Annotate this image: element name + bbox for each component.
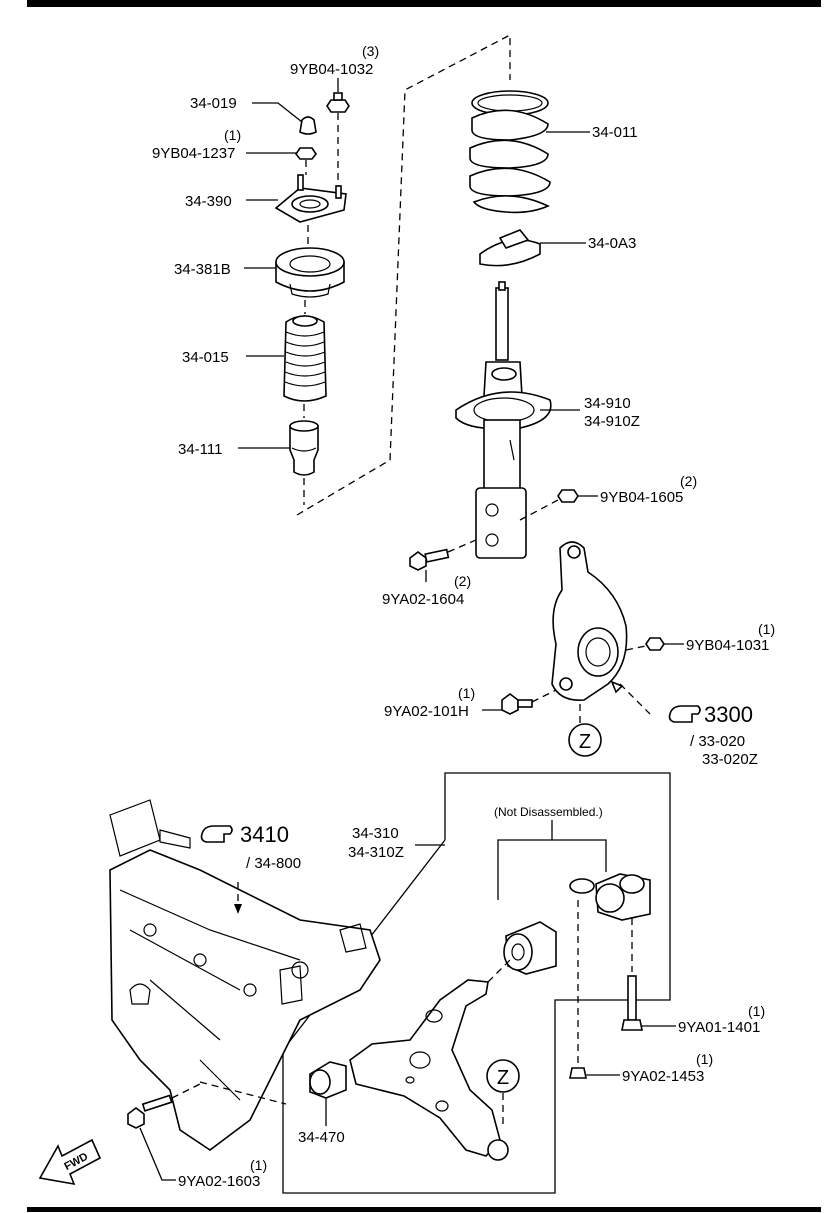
control-arm-box	[282, 772, 671, 1194]
subframe-34-800	[109, 799, 381, 1151]
label-34-015: 34-015	[182, 349, 229, 366]
part-9ya02-1453-bolt[interactable]	[569, 1067, 587, 1079]
label-9ya02-1604: 9YA02-1604	[382, 591, 464, 608]
steering-knuckle	[551, 541, 628, 701]
label-9yb04-1605-qty: (2)	[680, 473, 697, 489]
pointing-hand-icon-3410	[200, 825, 233, 843]
part-9yb04-1031-nut[interactable]	[645, 637, 665, 651]
ref-34-800: / 34-800	[246, 855, 301, 872]
pointing-hand-icon	[668, 705, 701, 723]
ref-3410: 3410	[240, 822, 289, 847]
label-9ya02-1603: 9YA02-1603	[178, 1173, 260, 1190]
knuckle-arrow	[610, 680, 624, 694]
subframe-arrow	[234, 904, 242, 914]
z-marker-lower	[486, 1059, 520, 1093]
top-border	[27, 0, 821, 7]
label-34-111: 34-111	[178, 441, 222, 458]
label-34-019: 34-019	[190, 95, 237, 112]
part-34-910-strut[interactable]	[455, 281, 552, 559]
part-9ya02-1604-bolt[interactable]	[409, 548, 450, 571]
label-9yb04-1031-qty: (1)	[758, 621, 775, 637]
ref-33-020z: 33-020Z	[702, 751, 758, 768]
label-9ya02-1453-qty: (1)	[696, 1051, 713, 1067]
label-9yb04-1031: 9YB04-1031	[686, 637, 769, 654]
label-34-310: 34-310	[352, 825, 399, 842]
label-9ya01-1401-qty: (1)	[748, 1003, 765, 1019]
label-34-011: 34-011	[592, 124, 638, 141]
label-34-910: 34-910	[584, 395, 631, 412]
bottom-border	[27, 1207, 821, 1212]
label-9ya02-1603-qty: (1)	[250, 1157, 267, 1173]
label-9ya02-101h: 9YA02-101H	[384, 703, 469, 720]
label-9yb04-1032: 9YB04-1032	[290, 61, 373, 78]
part-9yb04-1605-nut[interactable]	[557, 489, 579, 503]
label-9ya02-1453: 9YA02-1453	[622, 1068, 704, 1085]
label-not-disassembled: (Not Disassembled.)	[494, 805, 603, 819]
ref-3300: 3300	[704, 702, 753, 727]
label-34-310z: 34-310Z	[348, 844, 404, 861]
strut-kit-group-outline	[296, 33, 511, 516]
fwd-arrow-icon	[38, 1138, 102, 1186]
label-9ya01-1401: 9YA01-1401	[678, 1019, 760, 1036]
part-34-470-bushing[interactable]	[309, 1061, 347, 1099]
part-9ya02-101h-bolt[interactable]	[501, 693, 533, 715]
part-34-015-boot[interactable]	[283, 315, 327, 402]
part-bushing-rear[interactable]	[569, 873, 651, 921]
z-marker-lower-text: Z	[497, 1067, 509, 1089]
label-34-0a3: 34-0A3	[588, 235, 636, 252]
label-9yb04-1237: 9YB04-1237	[152, 145, 235, 162]
ref-33-020: / 33-020	[690, 733, 745, 750]
z-marker-upper	[568, 723, 602, 757]
part-bushing-front[interactable]	[503, 921, 557, 975]
label-9ya02-1604-qty: (2)	[454, 573, 471, 589]
label-9ya02-101h-qty: (1)	[458, 685, 475, 701]
part-34-310-control-arm[interactable]	[349, 979, 509, 1161]
part-34-0a3-spring-seat[interactable]	[479, 229, 541, 267]
part-34-390-mount[interactable]	[274, 174, 347, 223]
part-34-381b-bearing[interactable]	[275, 247, 345, 298]
part-9yb04-1032-nut[interactable]	[326, 92, 350, 113]
label-9yb04-1605: 9YB04-1605	[600, 489, 683, 506]
part-9yb04-1237-nut[interactable]	[295, 147, 317, 160]
part-34-019-cap[interactable]	[299, 116, 317, 135]
part-34-011-coil-spring[interactable]	[469, 90, 551, 214]
label-34-381b: 34-381B	[174, 261, 231, 278]
label-34-470: 34-470	[298, 1129, 345, 1146]
label-9yb04-1237-qty: (1)	[224, 127, 241, 143]
label-9yb04-1032-qty: (3)	[362, 43, 379, 59]
part-9ya02-1603-bolt[interactable]	[127, 1094, 173, 1129]
part-9ya01-1401-bolt[interactable]	[621, 975, 643, 1031]
part-34-111-bumpstop[interactable]	[289, 420, 319, 476]
z-marker-upper-text: Z	[579, 731, 591, 753]
label-34-910z: 34-910Z	[584, 413, 640, 430]
label-34-390: 34-390	[185, 193, 232, 210]
